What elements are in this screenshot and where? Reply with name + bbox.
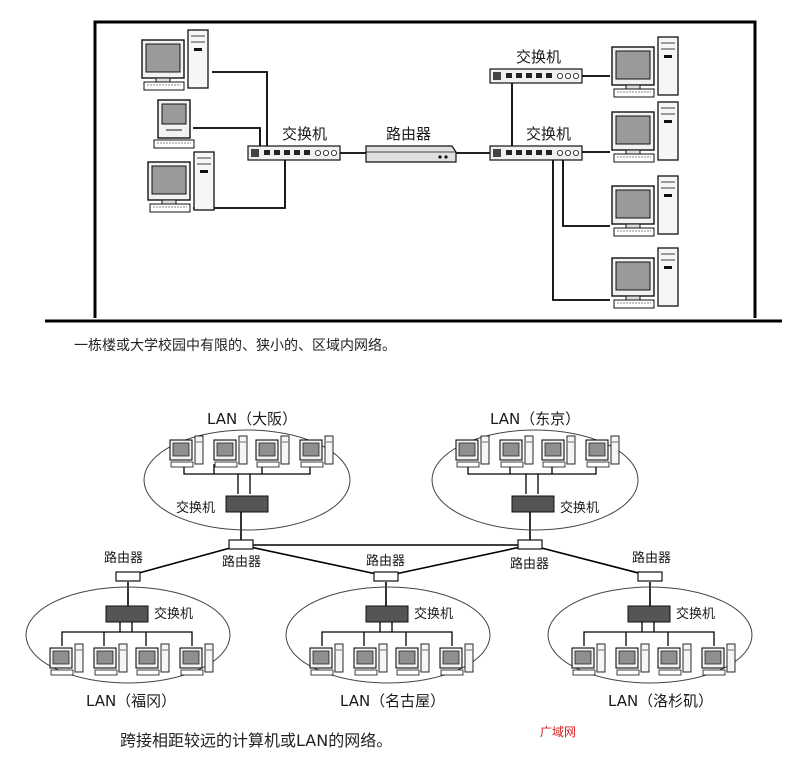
lan-nagoya-label: LAN（名古屋）	[340, 692, 445, 710]
right-switch-top-label: 交换机	[516, 48, 561, 66]
bottom-caption: 跨接相距较远的计算机或LAN的网络。	[120, 731, 392, 750]
right-cables	[511, 75, 610, 301]
lan-fukuoka	[49, 605, 214, 676]
lan-la-switch	[627, 605, 671, 623]
computer-right-4	[611, 247, 679, 309]
watermark: 广域网	[540, 725, 576, 739]
lan-osaka-label: LAN（大阪）	[207, 410, 297, 428]
backbone-links	[127, 512, 651, 606]
router-1	[115, 571, 141, 582]
lan-tokyo-switch	[511, 495, 555, 513]
building-outline	[93, 20, 757, 318]
lan-osaka	[169, 435, 334, 513]
right-switch-mid-label: 交换机	[526, 125, 571, 143]
left-switch-label: 交换机	[282, 125, 327, 143]
lan-osaka-switch-label: 交换机	[176, 500, 215, 516]
computer-right-3	[611, 175, 679, 237]
router-4-label: 路由器	[510, 556, 549, 572]
lan-osaka-area	[143, 429, 351, 531]
lan-building-diagram: 交换机 路由器 交换机 交换机 一栋楼或大学校园中有限的、狭小的、区域内网络。	[45, 20, 782, 354]
lan-nagoya-switch-label: 交换机	[414, 606, 453, 622]
lan-fukuoka-switch	[105, 605, 149, 623]
router-2-label: 路由器	[222, 554, 261, 570]
left-cables	[193, 71, 490, 209]
left-switch	[247, 145, 341, 161]
right-switch-mid	[489, 145, 583, 161]
lan-tokyo-switch-label: 交换机	[560, 500, 599, 516]
router-3	[373, 571, 399, 582]
computer-tower-2	[147, 151, 215, 213]
router-label: 路由器	[386, 125, 431, 143]
router	[365, 145, 457, 163]
router-2	[228, 539, 254, 550]
right-switch-top	[489, 68, 583, 84]
computer-right-1	[611, 36, 679, 98]
computer-compact	[153, 99, 195, 149]
computer-right-2	[611, 101, 679, 163]
lan-la-switch-label: 交换机	[676, 606, 715, 622]
lan-la	[571, 605, 736, 676]
lan-fukuoka-switch-label: 交换机	[154, 606, 193, 622]
router-4	[517, 539, 543, 550]
lan-la-label: LAN（洛杉矶）	[608, 692, 713, 710]
router-3-label: 路由器	[366, 553, 405, 569]
lan-tokyo-label: LAN（东京）	[490, 410, 580, 428]
computer-tower-1	[141, 29, 209, 91]
lan-la-area	[547, 586, 753, 684]
lan-tokyo-area	[431, 429, 639, 531]
lan-nagoya-area	[285, 586, 491, 684]
lan-nagoya-switch	[365, 605, 409, 623]
lan-fukuoka-area	[25, 586, 231, 684]
router-1-label: 路由器	[104, 550, 143, 566]
wan-diagram: 交换机 LAN（大阪） 交换机 LAN（东京） 路由器 路由器 路由	[25, 410, 753, 750]
top-caption: 一栋楼或大学校园中有限的、狭小的、区域内网络。	[74, 337, 396, 354]
router-5	[637, 571, 663, 582]
lan-osaka-switch	[225, 495, 269, 513]
router-5-label: 路由器	[632, 550, 671, 566]
lan-fukuoka-label: LAN（福冈）	[86, 692, 176, 710]
lan-tokyo	[455, 435, 620, 513]
lan-nagoya	[309, 605, 474, 676]
